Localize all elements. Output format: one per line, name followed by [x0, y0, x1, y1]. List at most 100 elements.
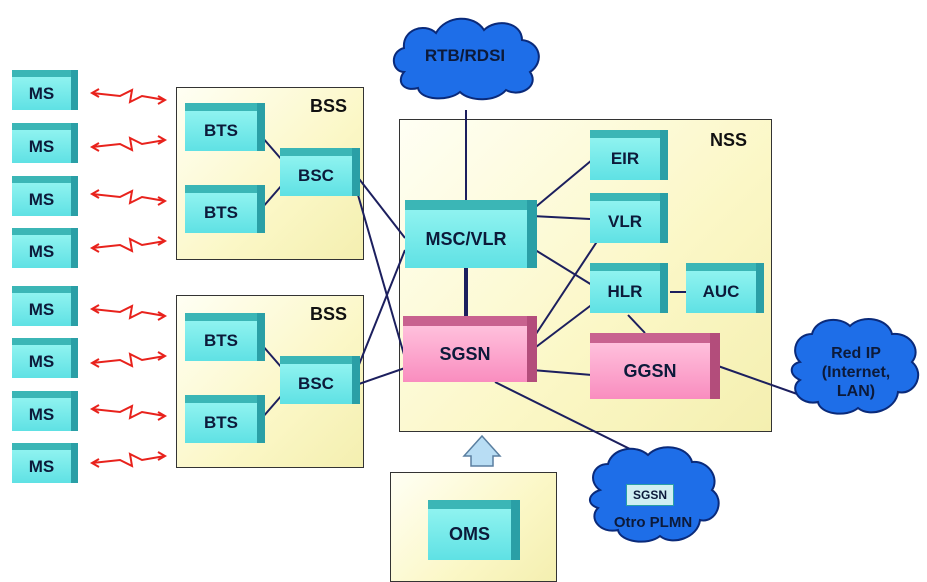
- radio-arrowhead: [89, 358, 100, 368]
- rtb-cloud: [392, 17, 540, 101]
- ms-node: MS: [12, 443, 78, 483]
- link-bts3-bsc2: [261, 344, 283, 369]
- hlr-node: HLR: [590, 263, 668, 313]
- auc-node: AUC: [686, 263, 764, 313]
- red-ip-line-1: Red IP: [831, 345, 881, 362]
- ms-label: MS: [12, 450, 71, 483]
- radio-link: [91, 304, 166, 320]
- ms-node: MS: [12, 338, 78, 378]
- radio-link: [91, 404, 166, 420]
- ms-node: MS: [12, 391, 78, 431]
- rtb-label: RTB/RDSI: [424, 46, 506, 65]
- radio-arrowhead: [157, 411, 168, 421]
- red-ip-line-2: (Internet,: [821, 364, 891, 381]
- msc-vlr-node: MSC/VLR: [405, 200, 537, 268]
- link-sgsn-vlr: [531, 239, 599, 341]
- radio-link: [91, 88, 166, 104]
- ggsn-node: GGSN: [590, 333, 720, 399]
- radio-links: [89, 88, 168, 468]
- sgsn-node: SGSN: [403, 316, 537, 382]
- bts-label: BTS: [185, 321, 257, 361]
- otro-plmn-label: Otro PLMN: [613, 514, 693, 531]
- vlr-node: VLR: [590, 193, 668, 243]
- radio-arrowhead: [157, 236, 168, 246]
- link-bts1-bsc1: [261, 136, 283, 161]
- bts-label: BTS: [185, 403, 257, 443]
- otro-sgsn-label: SGSN: [632, 488, 667, 502]
- radio-link: [91, 452, 166, 468]
- radio-arrowhead: [89, 404, 100, 414]
- ms-node: MS: [12, 123, 78, 163]
- ms-node: MS: [12, 228, 78, 268]
- bts-node: BTS: [185, 185, 265, 233]
- bts-label: BTS: [185, 193, 257, 233]
- radio-arrowhead: [157, 311, 168, 321]
- ms-label: MS: [12, 77, 71, 110]
- bss-title-2: BSS: [309, 304, 347, 324]
- oms-up-arrow: [462, 434, 502, 467]
- link-bsc1-msc: [355, 174, 406, 239]
- radio-arrowhead: [157, 95, 168, 105]
- radio-arrowhead: [89, 458, 100, 468]
- link-bts2-bsc1: [261, 184, 283, 209]
- ms-label: MS: [12, 345, 71, 378]
- otro-sgsn-box: SGSN: [626, 484, 674, 506]
- radio-arrowhead: [157, 451, 168, 461]
- ms-label: MS: [12, 235, 71, 268]
- nss-title: NSS: [709, 130, 747, 150]
- radio-link: [91, 189, 166, 205]
- radio-arrowhead: [89, 304, 100, 314]
- bts-node: BTS: [185, 313, 265, 361]
- link-sgsn-ggsn: [531, 369, 593, 376]
- radio-arrowhead: [157, 196, 168, 206]
- radio-link: [91, 352, 166, 368]
- sgsn-label: SGSN: [403, 326, 527, 382]
- ms-label: MS: [12, 398, 71, 431]
- ggsn-label: GGSN: [590, 343, 710, 399]
- bsc-node: BSC: [280, 148, 360, 196]
- ms-label: MS: [12, 183, 71, 216]
- link-bsc2-msc: [355, 249, 406, 373]
- bts-label: BTS: [185, 111, 257, 151]
- red-ip-cloud: [790, 318, 919, 415]
- red-ip-line-3: LAN): [836, 383, 876, 400]
- ms-node: MS: [12, 176, 78, 216]
- red-ip-label: Red IP (Internet, LAN): [796, 344, 916, 401]
- eir-node: EIR: [590, 130, 668, 180]
- link-sgsn-hlr: [531, 299, 599, 351]
- radio-arrowhead: [157, 135, 168, 145]
- bsc-label: BSC: [280, 364, 352, 404]
- auc-label: AUC: [686, 271, 756, 313]
- vlr-label: VLR: [590, 201, 660, 243]
- bsc-label: BSC: [280, 156, 352, 196]
- ms-node: MS: [12, 70, 78, 110]
- radio-arrowhead: [89, 88, 100, 98]
- radio-arrowhead: [89, 243, 100, 253]
- bts-node: BTS: [185, 395, 265, 443]
- link-bsc1-sgsn: [355, 187, 406, 359]
- bss-title-1: BSS: [309, 96, 347, 116]
- link-msc-vlr: [531, 215, 591, 220]
- link-msc-eir: [531, 159, 593, 211]
- link-bsc2-sgsn: [355, 367, 406, 386]
- link-msc-hlr: [531, 247, 593, 286]
- hlr-label: HLR: [590, 271, 660, 313]
- link-ggsn-redip: [717, 365, 801, 396]
- radio-arrowhead: [157, 351, 168, 361]
- radio-arrowhead: [89, 189, 100, 199]
- oms-node: OMS: [428, 500, 520, 560]
- oms-label: OMS: [428, 509, 511, 560]
- radio-arrowhead: [89, 142, 100, 152]
- bts-node: BTS: [185, 103, 265, 151]
- radio-link: [91, 237, 166, 253]
- link-hlr-ggsn: [627, 314, 646, 334]
- eir-label: EIR: [590, 138, 660, 180]
- radio-link: [91, 136, 166, 152]
- link-bts4-bsc2: [261, 394, 283, 419]
- bsc-node: BSC: [280, 356, 360, 404]
- link-sgsn-otroplmn: [494, 381, 649, 459]
- msc-vlr-label: MSC/VLR: [405, 210, 527, 268]
- ms-node: MS: [12, 286, 78, 326]
